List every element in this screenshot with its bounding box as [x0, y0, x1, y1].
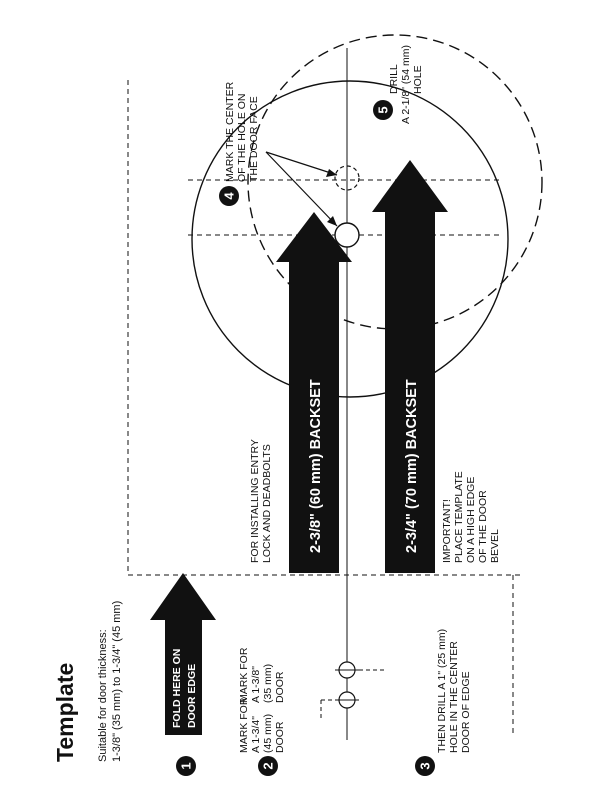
svg-text:DOOR OF EDGE: DOOR OF EDGE	[460, 671, 472, 753]
important-note: IMPORTANT! PLACE TEMPLATE ON A HIGH EDGE…	[441, 471, 501, 563]
svg-text:(45 mm): (45 mm)	[262, 714, 274, 753]
step4-leader-arrows	[265, 151, 338, 227]
fold-label-line-1: FOLD HERE ON	[171, 649, 183, 728]
step-4-text: MARK THE CENTER OF THE HOLE ON THE DOOR …	[224, 81, 260, 182]
svg-text:LOCK AND DEADBOLTS: LOCK AND DEADBOLTS	[261, 444, 273, 563]
mark-138-label: MARK FOR A 1-3/8" (35 mm) DOOR	[238, 647, 286, 703]
step-2-number: 2	[261, 762, 276, 769]
svg-text:A 1-3/8": A 1-3/8"	[250, 666, 262, 703]
svg-text:FOR INSTALLING ENTRY: FOR INSTALLING ENTRY	[249, 439, 261, 563]
step-2-badge	[258, 756, 278, 776]
fold-label-line-2: DOOR EDGE	[186, 664, 198, 728]
backset-60-label: 2-3/8" (60 mm) BACKSET	[308, 379, 324, 553]
backset-70-label: 2-3/4" (70 mm) BACKSET	[404, 379, 420, 553]
svg-text:ON A HIGH EDGE: ON A HIGH EDGE	[465, 477, 477, 563]
thickness-line-2: 1-3/8" (35 mm) to 1-3/4" (45 mm)	[111, 601, 123, 762]
thickness-line-1: Suitable for door thickness:	[97, 629, 109, 762]
step-5-badge	[373, 100, 393, 120]
step-3-text: THEN DRILL A 1" (25 mm) HOLE IN THE CENT…	[436, 629, 472, 753]
svg-text:MARK FOR: MARK FOR	[238, 647, 250, 703]
svg-text:THE DOOR FACE: THE DOOR FACE	[248, 96, 260, 182]
svg-text:HOLE IN THE CENTER: HOLE IN THE CENTER	[448, 641, 460, 753]
svg-text:OF THE DOOR: OF THE DOOR	[477, 490, 489, 563]
page-title: Template	[52, 663, 78, 762]
edge-mark-138	[335, 661, 384, 679]
entry-lock-note: FOR INSTALLING ENTRY LOCK AND DEADBOLTS	[249, 439, 273, 563]
svg-text:MARK THE CENTER: MARK THE CENTER	[224, 81, 236, 182]
face-center-mark-60	[334, 222, 360, 248]
step-4-badge	[219, 186, 239, 206]
svg-text:DOOR: DOOR	[274, 671, 286, 703]
svg-text:MARK FOR: MARK FOR	[238, 697, 250, 753]
backset-60-arrow	[276, 212, 352, 573]
face-center-mark-70	[334, 165, 360, 191]
svg-text:DOOR: DOOR	[274, 721, 286, 753]
svg-text:HOLE: HOLE	[412, 65, 424, 94]
mark-175-label: MARK FOR A 1-3/4" (45 mm) DOOR	[238, 697, 286, 753]
large-hole-circle-solid	[191, 80, 509, 398]
svg-text:OF THE HOLE ON: OF THE HOLE ON	[236, 94, 248, 183]
svg-text:THEN DRILL A 1" (25 mm): THEN DRILL A 1" (25 mm)	[436, 629, 448, 753]
backset-70-arrow	[372, 160, 448, 573]
fold-here-arrow	[150, 573, 216, 735]
step-1-number: 1	[179, 762, 194, 769]
svg-text:IMPORTANT!: IMPORTANT!	[441, 499, 453, 563]
step-5-number: 5	[376, 106, 391, 113]
svg-text:PLACE TEMPLATE: PLACE TEMPLATE	[453, 471, 465, 563]
svg-text:BEVEL: BEVEL	[489, 529, 501, 563]
svg-text:DRILL: DRILL	[388, 64, 400, 94]
svg-text:(35 mm): (35 mm)	[262, 664, 274, 703]
step-3-badge	[415, 756, 435, 776]
step-5-text: DRILL A 2-1/8" (54 mm) HOLE	[388, 45, 424, 124]
svg-text:A 1-3/4": A 1-3/4"	[250, 716, 262, 753]
edge-mark-175	[320, 691, 359, 718]
step-3-number: 3	[418, 762, 433, 769]
step-4-number: 4	[222, 192, 237, 200]
svg-text:A 2-1/8" (54 mm): A 2-1/8" (54 mm)	[400, 45, 412, 124]
step-1-badge	[176, 756, 196, 776]
